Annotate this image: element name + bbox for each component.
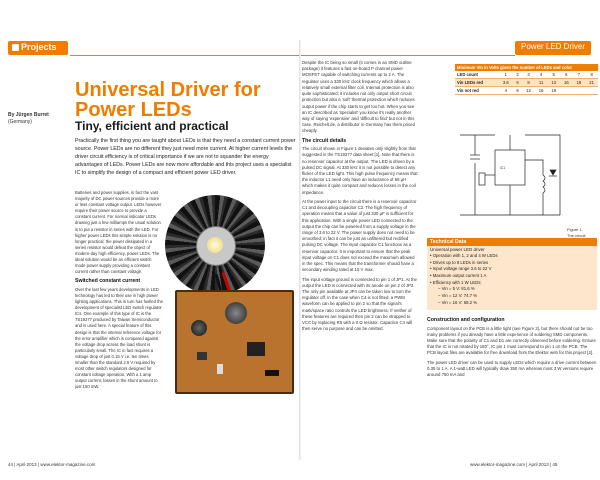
paragraph: The circuit shown in Figure 1 deviates o… <box>302 146 418 195</box>
paragraph: Component layout on the PCB is a little … <box>427 325 596 356</box>
footer-right: www.elektor-magazine.com | April 2013 | … <box>470 462 558 467</box>
paragraph: At the power input to the circuit there … <box>302 198 417 273</box>
circuit-diagram: IC1 <box>460 134 561 216</box>
byline: By Jürgen Burret (Germany) <box>8 112 68 126</box>
heading-circuit-details: The circuit details <box>302 137 347 144</box>
list-item: • Efficiency with 1 W LEDs: <box>430 279 482 285</box>
footer-left: 44 | April 2013 | www.elektor-magazine.c… <box>8 462 96 467</box>
table-header: LED count <box>455 71 499 79</box>
table-header: 5 <box>547 71 561 79</box>
header-rule-right <box>301 55 515 56</box>
heading-switched-constant-current: Switched constant current <box>75 278 141 285</box>
section-label-right: Power LED Driver <box>521 42 586 51</box>
techbox-list: • Operation with 1, 2 and 4 W LEDs • Dri… <box>427 253 597 306</box>
technical-data-box: Technical Data Universal power LED drive… <box>427 238 597 310</box>
list-item: • Maximum output current 1 A <box>430 272 487 278</box>
paragraph: Despite the IC being so small (it comes … <box>302 60 415 134</box>
right-column-1: Despite the IC being so small (it comes … <box>302 60 418 455</box>
section-tab-left: Projects <box>8 41 68 55</box>
article-title: Universal Driver for Power LEDs <box>75 79 261 121</box>
table-header: 7 <box>572 71 586 79</box>
table-header: 6 <box>560 71 573 79</box>
techbox-title: Technical Data <box>427 238 597 246</box>
table-header: 1 <box>498 71 513 79</box>
list-item: • Operation with 1, 2 and 4 W LEDs <box>430 253 498 258</box>
heatsink-image <box>165 195 265 295</box>
pcb-image <box>175 290 294 394</box>
author-country: (Germany) <box>8 118 32 125</box>
table-header: 4 <box>534 71 548 79</box>
power-led-image <box>207 237 223 253</box>
table-header: 2 <box>512 71 523 79</box>
paragraph: The input voltage ground is connected to… <box>302 276 417 332</box>
page-fold <box>299 40 301 460</box>
product-photo <box>165 195 295 395</box>
list-item: – Vin = 5 V: 81.6 % <box>438 286 475 292</box>
article-subtitle: Tiny, efficient and practical <box>75 119 229 133</box>
vin-table: Minimum Vin in Volts given the number of… <box>455 64 598 95</box>
section-square-icon <box>12 44 19 51</box>
paragraph: The power LED driver can be used to supp… <box>427 359 597 378</box>
section-tab-right: Power LED Driver <box>515 41 591 55</box>
capacitor-image <box>225 302 247 324</box>
svg-text:IC1: IC1 <box>500 166 505 170</box>
section-label-left: Projects <box>21 42 57 52</box>
header-rule-left <box>70 55 299 56</box>
techbox-subtitle: Universal power LED driver <box>430 247 485 252</box>
paragraph: Batteries and power supplies, in fact th… <box>75 190 162 275</box>
left-column-1: Batteries and power supplies, in fact th… <box>75 190 163 455</box>
table-row: Vin LEDs red 3.6 6 8 11 13 16 18 21 <box>455 78 598 87</box>
author: By Jürgen Burret <box>8 112 49 118</box>
right-column-2: Construction and configuration Component… <box>427 314 597 456</box>
list-item: – Vin = 16 V: 68.2 % <box>438 299 478 305</box>
list-item: – Vin = 12 V: 74.7 % <box>438 292 478 298</box>
table-row: Vin not red 4 8 12 16 19 <box>455 86 598 95</box>
article-intro: Practically the first thing you are taug… <box>75 138 296 176</box>
table-header: 8 <box>585 71 598 79</box>
paragraph: Over the last few years developments in … <box>75 286 163 390</box>
table-header: 3 <box>522 71 535 79</box>
list-item: • Input voltage range 3.6 to 22 V <box>430 266 492 272</box>
table-caption: Minimum Vin in Volts given the number of… <box>455 64 598 71</box>
list-item: • Drives up to 8 LEDs in series <box>430 259 489 265</box>
heading-construction: Construction and configuration <box>427 317 505 323</box>
